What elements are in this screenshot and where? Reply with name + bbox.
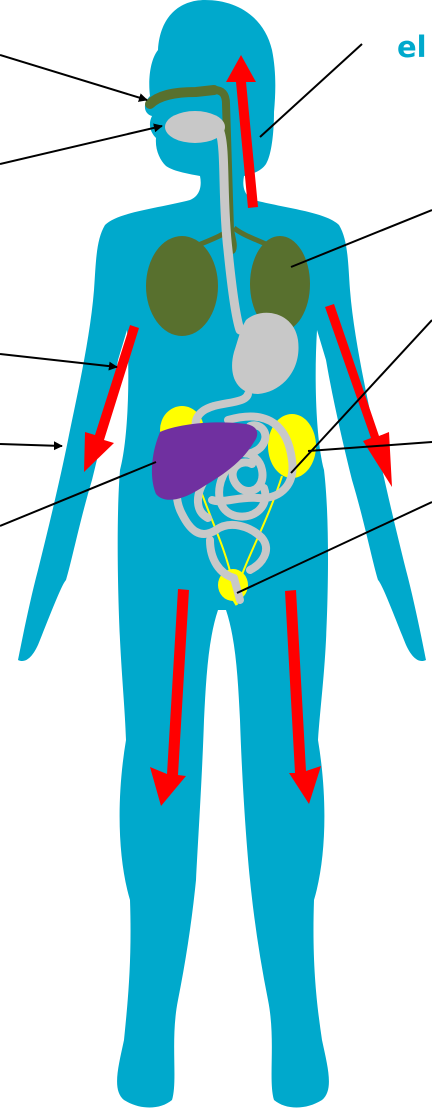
pointer-mouth: [0, 126, 162, 164]
left-lung: [146, 236, 218, 336]
mouth: [165, 111, 225, 143]
pointer-arm-skin: [0, 444, 62, 446]
pointer-head-vessel: [260, 44, 362, 137]
pointer-nose: [0, 55, 147, 100]
cropped-label: el: [397, 30, 427, 64]
